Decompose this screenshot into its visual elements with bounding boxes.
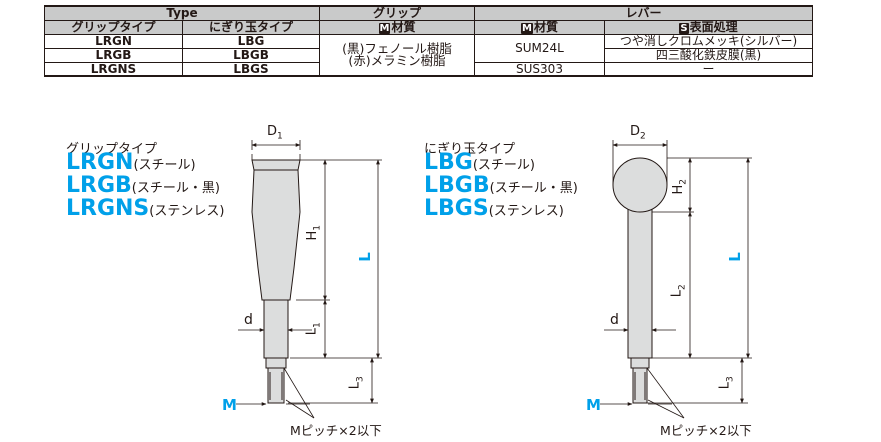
material-badge: M (521, 22, 533, 34)
header-surface-label: 表面処理 (689, 19, 738, 34)
cell-surface: 四三酸化鉄皮膜(黒) (603, 47, 814, 63)
header-lever-material-label: 材質 (533, 19, 558, 34)
dim-d: d (244, 312, 253, 328)
header-grip: グリップ (319, 5, 475, 21)
cell-surface: つや消しクロムメッキ(シルバー) (603, 33, 814, 49)
material-badge: M (378, 22, 391, 34)
cell-ball-type: LBG (182, 33, 320, 49)
dim-l: L (725, 252, 744, 262)
ball-model-lbgs: LBGS(ステンレス) (424, 196, 564, 221)
dim-m: M (222, 396, 237, 414)
cell-grip-type: LRGB (44, 47, 183, 63)
cell-lever-material: SUS303 (474, 61, 605, 77)
pitch-note: Mピッチ×2以下 (290, 423, 382, 438)
header-grip-type: グリップタイプ (44, 19, 183, 35)
dim-h2: H2 (670, 179, 689, 195)
dim-l3: L3 (717, 376, 736, 390)
ball-model-lbgb: LBGB(スチール・黒) (424, 173, 578, 198)
pitch-note: Mピッチ×2以下 (660, 423, 752, 438)
header-ball-type: にぎり玉タイプ (182, 19, 320, 35)
cell-ball-type: LBGS (182, 61, 320, 77)
ball-lever-drawing (612, 157, 668, 404)
dim-l3: L3 (347, 376, 366, 390)
grip-model-lrgb: LRGB(スチール・黒) (66, 173, 220, 198)
grip-material-line-2: (赤)メラミン樹脂 (348, 52, 446, 68)
grip-material-line-1: (黒)フェノール樹脂 (342, 40, 452, 56)
dim-l1: L1 (304, 322, 323, 336)
grip-model-lrgn: LRGN(スチール) (66, 150, 196, 175)
dim-d2: D2 (630, 124, 646, 142)
dim-l: L (355, 252, 374, 262)
header-grip-material-label: 材質 (391, 19, 416, 34)
grip-type-caption: グリップタイプ (66, 142, 158, 157)
cell-ball-type: LBGB (182, 47, 320, 63)
table-header-row-1: Type グリップ レバー (44, 5, 814, 21)
cell-grip-type: LRGNS (44, 61, 183, 77)
table-row: LRGB LBGB 四三酸化鉄皮膜(黒) (44, 47, 814, 63)
table-row: LRGN LBG (黒)フェノール樹脂 (赤)メラミン樹脂 SUM24L つや消… (44, 33, 814, 77)
dim-m: M (586, 396, 601, 414)
cell-surface: ー (603, 61, 814, 77)
cell-grip-material: (黒)フェノール樹脂 (赤)メラミン樹脂 (319, 33, 475, 77)
dim-h1: H1 (304, 225, 323, 241)
grip-lever-drawing (251, 159, 301, 404)
grip-model-lrgns: LRGNS(ステンレス) (66, 196, 225, 221)
cell-grip-type: LRGN (44, 33, 183, 49)
dim-d1: D1 (267, 124, 283, 142)
surface-badge: S (679, 22, 689, 34)
header-lever: レバー (473, 5, 814, 21)
header-type: Type (44, 5, 320, 21)
ball-model-lbg: LBG(スチール) (424, 150, 536, 175)
table-row: LRGNS LBGS SUS303 ー (44, 61, 814, 77)
ball-type-caption: にぎり玉タイプ (424, 142, 516, 157)
cell-lever-material: SUM24L (474, 33, 605, 63)
dim-l2: L2 (669, 284, 688, 298)
dim-d: d (610, 312, 619, 328)
